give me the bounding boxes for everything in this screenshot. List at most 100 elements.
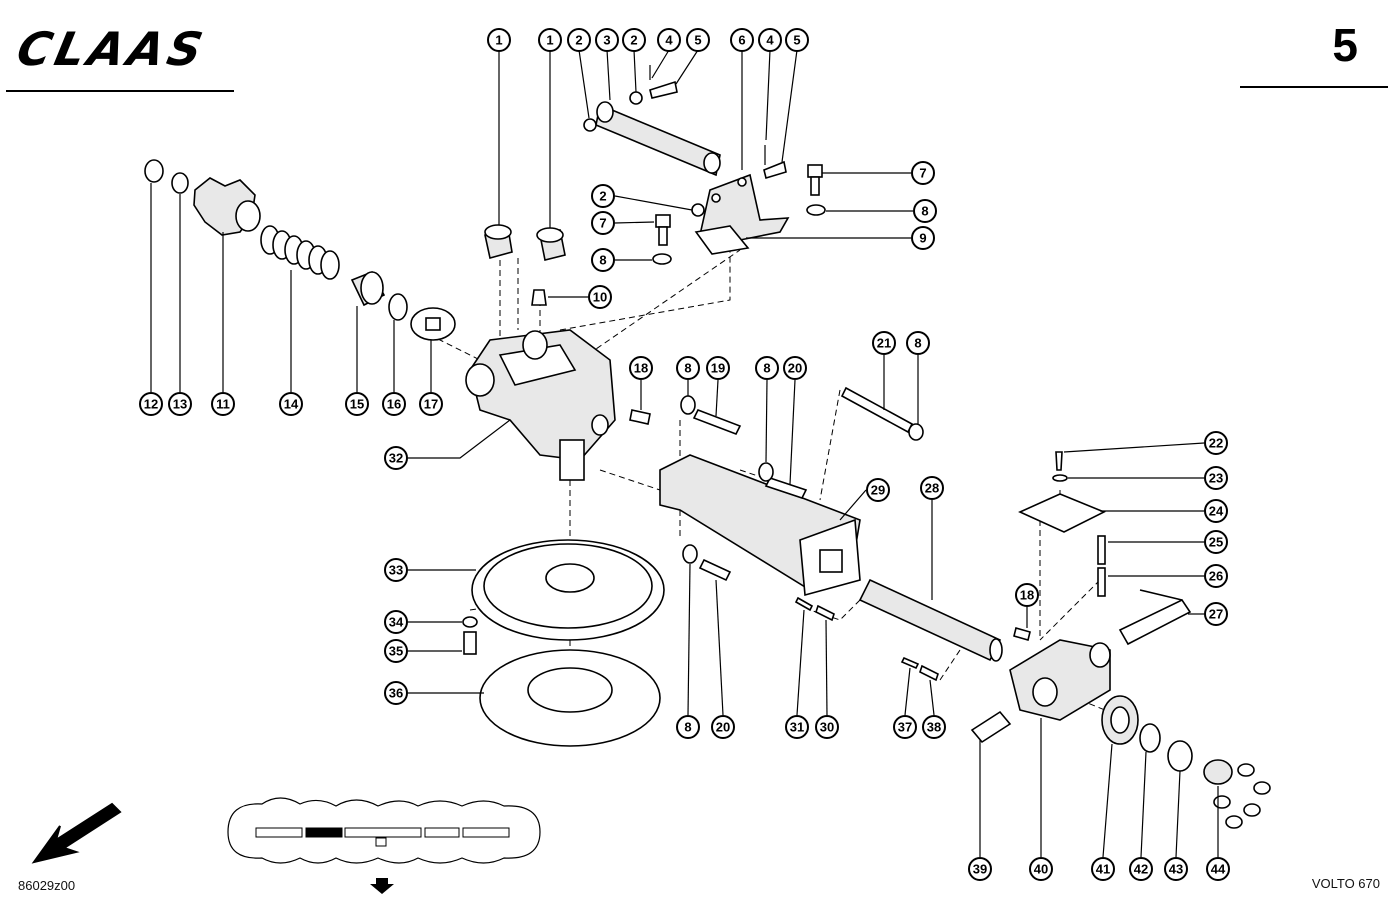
svg-text:34: 34 <box>389 615 404 630</box>
part-ring-42 <box>1139 723 1161 753</box>
callout-31: 31 <box>785 715 809 739</box>
callout-19: 19 <box>706 356 730 380</box>
callout-27: 27 <box>1204 602 1228 626</box>
callout-40: 40 <box>1029 857 1053 881</box>
svg-text:21: 21 <box>877 336 891 351</box>
part-spring-14 <box>260 225 340 280</box>
part-bolt-20a <box>764 477 808 499</box>
part-pin-31 <box>794 596 814 612</box>
callout-8a: 8 <box>913 199 937 223</box>
part-pin-30 <box>815 604 835 622</box>
part-washer-8b <box>806 204 826 216</box>
svg-text:9: 9 <box>919 231 926 246</box>
part-link-bar-3 <box>595 101 721 177</box>
svg-text:28: 28 <box>925 481 939 496</box>
part-bolt-20b <box>698 558 732 582</box>
callout-29: 29 <box>866 478 890 502</box>
callout-11: 11 <box>211 392 235 416</box>
svg-text:2: 2 <box>630 33 637 48</box>
part-bushing-1b <box>536 227 566 261</box>
callout-39: 39 <box>968 857 992 881</box>
part-bushing-1a <box>484 224 513 259</box>
part-pin-39 <box>970 710 1012 744</box>
part-cover-plate-24 <box>1018 493 1106 533</box>
svg-text:32: 32 <box>389 451 403 466</box>
part-bearing-41 <box>1101 695 1139 745</box>
callout-18a: 18 <box>629 356 653 380</box>
part-key-18b <box>1013 627 1031 641</box>
callout-26: 26 <box>1204 564 1228 588</box>
svg-text:26: 26 <box>1209 569 1223 584</box>
callout-37: 37 <box>893 715 917 739</box>
svg-text:41: 41 <box>1096 862 1110 877</box>
svg-text:23: 23 <box>1209 471 1223 486</box>
part-bolt-21 <box>840 386 914 434</box>
callout-4a: 4 <box>657 28 681 52</box>
callout-14: 14 <box>279 392 303 416</box>
svg-text:18: 18 <box>634 361 648 376</box>
part-hub-44 <box>1203 759 1271 829</box>
svg-text:20: 20 <box>716 720 730 735</box>
part-pin-38 <box>919 664 939 682</box>
svg-text:7: 7 <box>599 216 606 231</box>
callout-12: 12 <box>139 392 163 416</box>
part-pin-26 <box>1097 567 1106 597</box>
southwest-arrow-icon <box>31 802 122 864</box>
svg-text:25: 25 <box>1209 535 1223 550</box>
part-grease-nipple-10 <box>531 289 547 306</box>
part-pin-37 <box>900 656 920 670</box>
part-washer-8e <box>908 423 924 441</box>
part-disc-33 <box>471 539 665 641</box>
part-tube-29 <box>659 454 861 597</box>
svg-text:8: 8 <box>763 361 770 376</box>
callout-6: 6 <box>730 28 754 52</box>
callout-5a: 5 <box>686 28 710 52</box>
callout-22: 22 <box>1204 431 1228 455</box>
svg-text:1: 1 <box>495 33 502 48</box>
part-pin-25 <box>1097 535 1106 565</box>
svg-text:42: 42 <box>1134 862 1148 877</box>
part-ring-16 <box>388 293 408 321</box>
svg-text:40: 40 <box>1034 862 1048 877</box>
svg-text:22: 22 <box>1209 436 1223 451</box>
part-ring-13 <box>171 172 189 194</box>
callout-36: 36 <box>384 681 408 705</box>
svg-text:16: 16 <box>387 397 401 412</box>
callout-8b: 8 <box>591 248 615 272</box>
svg-text:35: 35 <box>389 644 403 659</box>
callout-4b: 4 <box>758 28 782 52</box>
callout-25: 25 <box>1204 530 1228 554</box>
svg-text:14: 14 <box>284 397 299 412</box>
callout-13: 13 <box>168 392 192 416</box>
part-nut-2c <box>691 203 705 217</box>
svg-text:8: 8 <box>684 720 691 735</box>
callout-15: 15 <box>345 392 369 416</box>
svg-text:30: 30 <box>820 720 834 735</box>
callout-1a: 1 <box>487 28 511 52</box>
callout-1b: 1 <box>538 28 562 52</box>
part-bolt-7b <box>807 164 823 196</box>
down-arrow-icon <box>370 878 394 894</box>
part-bolt-19 <box>692 408 742 436</box>
callout-44: 44 <box>1206 857 1230 881</box>
callout-8e: 8 <box>906 331 930 355</box>
callout-41: 41 <box>1091 857 1115 881</box>
callout-10: 10 <box>588 285 612 309</box>
svg-text:8: 8 <box>921 204 928 219</box>
part-washer-34 <box>462 616 478 628</box>
part-screw-22 <box>1055 451 1063 471</box>
locator-diagram <box>227 797 541 864</box>
svg-text:1: 1 <box>546 33 553 48</box>
part-bolt-35 <box>463 631 477 655</box>
callout-20b: 20 <box>711 715 735 739</box>
svg-text:15: 15 <box>350 397 364 412</box>
svg-text:33: 33 <box>389 563 403 578</box>
part-nut-2a <box>583 118 597 132</box>
svg-text:31: 31 <box>790 720 804 735</box>
drawing-code: 86029z00 <box>18 878 76 893</box>
callout-7b: 7 <box>591 211 615 235</box>
svg-text:27: 27 <box>1209 607 1223 622</box>
svg-text:8: 8 <box>684 361 691 376</box>
callout-9: 9 <box>911 226 935 250</box>
